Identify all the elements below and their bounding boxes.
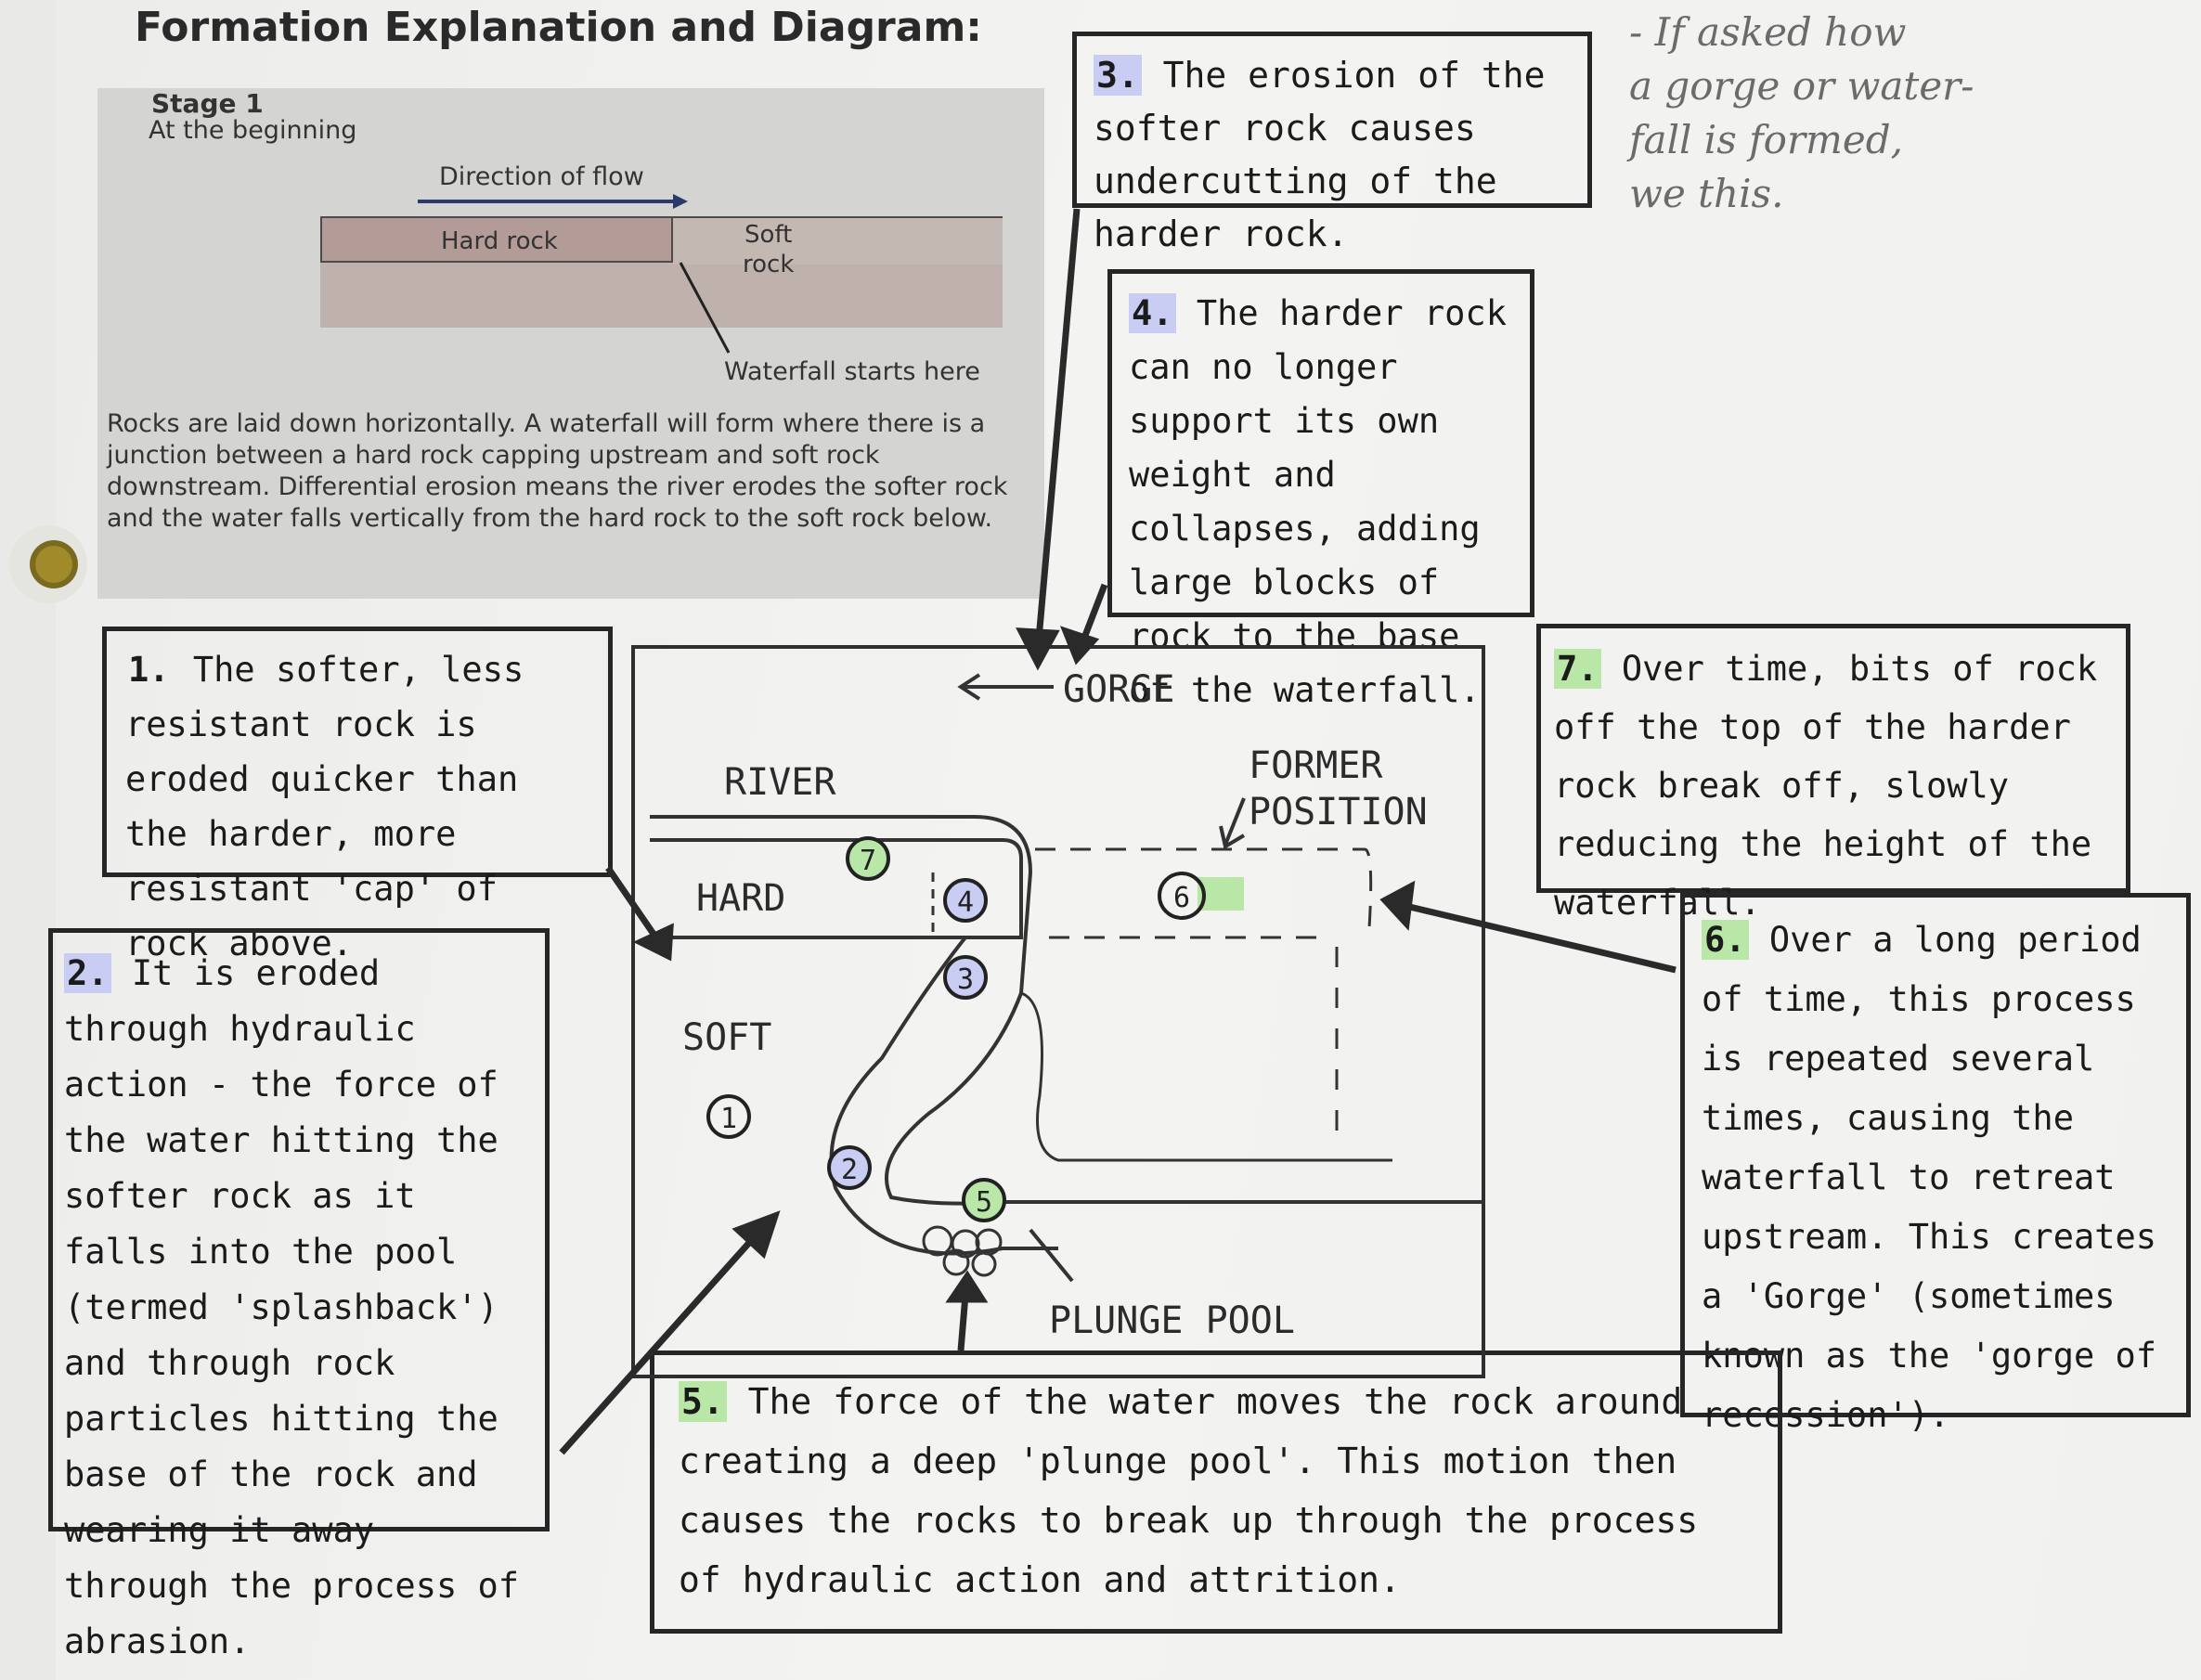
step-6-text: Over a long period of time, this process…	[1702, 920, 2157, 1435]
water-outline	[885, 815, 1485, 1206]
svg-text:2: 2	[841, 1154, 858, 1186]
hard-rock-layer	[320, 216, 673, 263]
stage-figure: Stage 1 At the beginning Direction of fl…	[97, 88, 1044, 599]
step-3-number: 3.	[1094, 55, 1142, 96]
svg-text:5: 5	[976, 1186, 992, 1219]
page-title: Formation Explanation and Diagram:	[135, 4, 982, 51]
soft-rock-label: Soft rock	[743, 221, 795, 278]
hard-label: HARD	[696, 877, 786, 920]
hard-rock-outline	[650, 838, 1023, 939]
step-7-number: 7.	[1554, 649, 1601, 689]
waterfall-diagram	[631, 645, 1485, 1378]
step-7-box: 7. Over time, bits of rock off the top o…	[1536, 624, 2130, 923]
step-2-number: 2.	[64, 953, 111, 993]
handwritten-note: - If asked how a gorge or water- fall is…	[1629, 9, 1974, 216]
step-5-box: 5. The force of the water moves the rock…	[650, 1350, 1782, 1634]
soft-rock-layer	[320, 263, 1003, 328]
flow-arrow-icon	[418, 194, 688, 209]
svg-text:6: 6	[1173, 882, 1190, 914]
svg-text:1: 1	[720, 1103, 737, 1135]
stage-description: Rocks are laid down horizontally. A wate…	[107, 409, 1008, 533]
step-5-number: 5.	[679, 1381, 727, 1422]
flow-label: Direction of flow	[439, 162, 644, 191]
connector-arrows	[559, 208, 1677, 1455]
step-4-text: The harder rock can no longer support it…	[1129, 293, 1507, 710]
marker-5: 5	[962, 1178, 1006, 1222]
svg-text:3: 3	[957, 963, 974, 996]
step-3-box: 3. The erosion of the softer rock causes…	[1072, 32, 1592, 254]
step-2-text: It is eroded through hydraulic action - …	[64, 953, 520, 1661]
undercut-outline	[829, 936, 1058, 1256]
marker-3: 3	[943, 955, 988, 1000]
marker-2: 2	[827, 1145, 872, 1190]
step-4-number: 4.	[1129, 293, 1176, 333]
marker-7: 7	[846, 836, 890, 881]
river-label: RIVER	[724, 761, 836, 804]
marker-1: 1	[706, 1094, 751, 1139]
binder-hole-icon	[9, 525, 87, 603]
marker-6: 6	[1158, 872, 1244, 920]
soft-rock-top	[673, 216, 1003, 265]
step-6-box: 6. Over a long period of time, this proc…	[1680, 893, 2191, 1435]
start-pointer	[679, 262, 731, 354]
plunge-pool-label: PLUNGE POOL	[1049, 1299, 1295, 1342]
former-position-label: FORMER POSITION	[1249, 744, 1428, 834]
step-7-text: Over time, bits of rock off the top of t…	[1554, 649, 2098, 923]
former-position-dashes	[1035, 847, 1373, 929]
stage-label: Stage 1	[151, 88, 264, 119]
step-6-number: 6.	[1702, 920, 1749, 960]
waterfall-start-label: Waterfall starts here	[724, 357, 980, 386]
step-2-box: 2. It is eroded through hydraulic action…	[48, 928, 550, 1661]
step-4-box: 4. The harder rock can no longer support…	[1107, 269, 1534, 710]
gorge-label: GORGE	[1063, 668, 1175, 711]
step-1-number: 1.	[128, 650, 170, 690]
step-5-text: The force of the water moves the rock ar…	[679, 1381, 1699, 1600]
hard-rock-label: Hard rock	[441, 227, 558, 255]
soft-label: SOFT	[682, 1016, 772, 1059]
marker-4: 4	[943, 878, 988, 923]
svg-text:4: 4	[957, 886, 974, 919]
stage-subtitle: At the beginning	[149, 116, 357, 145]
step-3-text: The erosion of the softer rock causes un…	[1094, 55, 1546, 254]
svg-text:7: 7	[860, 845, 876, 877]
